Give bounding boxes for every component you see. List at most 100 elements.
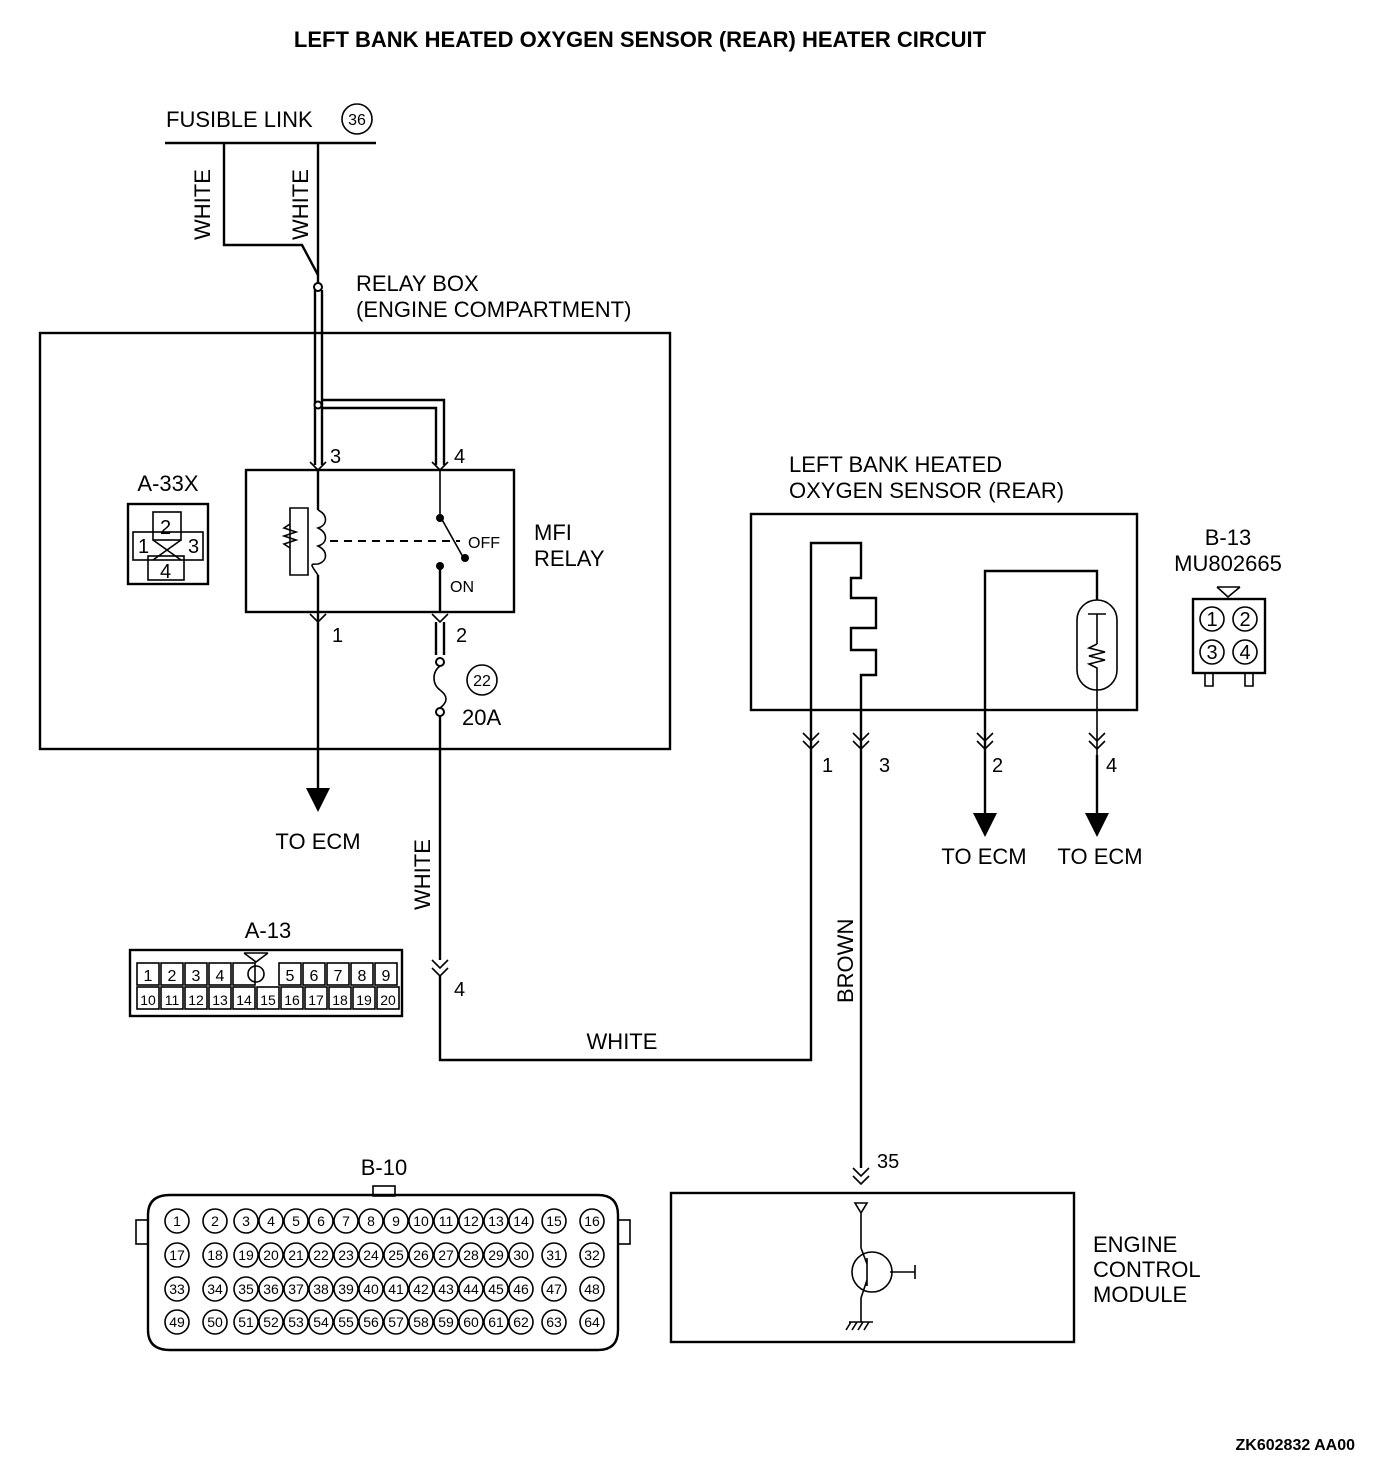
ecm-input-arrow bbox=[853, 1202, 869, 1215]
b10-pin-circle bbox=[458, 1276, 484, 1302]
ecm-label-1: ENGINE bbox=[1093, 1232, 1177, 1257]
b10-pin-circle bbox=[541, 1242, 567, 1268]
a33x-pin2-cell bbox=[152, 511, 182, 541]
b10-pin-label: 13 bbox=[488, 1213, 504, 1229]
sensor-resistor-icon bbox=[1086, 613, 1106, 755]
a33x-pin4-cell bbox=[147, 555, 185, 581]
b10-pin-label: 3 bbox=[242, 1213, 250, 1229]
fuse-rating: 20A bbox=[462, 705, 501, 730]
b10-pin-circle bbox=[202, 1208, 228, 1234]
a13-key-icon bbox=[243, 952, 269, 963]
b10-pin-label: 62 bbox=[513, 1314, 529, 1330]
b10-pin-label: 50 bbox=[207, 1314, 223, 1330]
relay-pin-2: 2 bbox=[456, 625, 467, 647]
a33x-cross-icon bbox=[152, 539, 182, 561]
a13-pin-label: 2 bbox=[168, 968, 177, 985]
mfi-relay-label-1: MFI bbox=[534, 520, 572, 545]
b10-pin-label: 17 bbox=[169, 1247, 185, 1263]
a13-pin-label: 20 bbox=[380, 992, 396, 1008]
b10-pin-label: 45 bbox=[488, 1281, 504, 1297]
b10-pin-circle bbox=[202, 1309, 228, 1335]
a13-pin-cell bbox=[136, 962, 160, 986]
b10-pin-circle bbox=[333, 1276, 359, 1302]
a13-pin-cell bbox=[376, 986, 400, 1010]
a13-pin-label: 1 bbox=[144, 968, 153, 985]
b10-pin-circle bbox=[508, 1242, 534, 1268]
splice-point-relay bbox=[313, 400, 323, 410]
fusible-link-number: 36 bbox=[348, 112, 366, 129]
b13-key-icon bbox=[1216, 586, 1241, 599]
b10-pin-circle bbox=[433, 1208, 459, 1234]
b10-pin-label: 7 bbox=[342, 1213, 350, 1229]
figure-code: ZK602832 AA00 bbox=[1236, 1437, 1356, 1454]
b10-pin-label: 63 bbox=[546, 1314, 562, 1330]
b10-pin-circle bbox=[333, 1309, 359, 1335]
b10-pin-circle bbox=[164, 1309, 190, 1335]
b10-pin-circle bbox=[283, 1208, 309, 1234]
a13-pin-label: 11 bbox=[165, 992, 180, 1008]
b10-pin-label: 32 bbox=[584, 1247, 600, 1263]
b10-pin-circle bbox=[258, 1309, 284, 1335]
relay-box-label-1: RELAY BOX bbox=[356, 271, 479, 296]
b10-pin-circle bbox=[541, 1208, 567, 1234]
b10-pin-label: 53 bbox=[288, 1314, 304, 1330]
b10-pin-circle bbox=[408, 1208, 434, 1234]
b10-pin-label: 61 bbox=[488, 1314, 504, 1330]
b10-pin-circle bbox=[164, 1208, 190, 1234]
a13-pin-cell bbox=[136, 986, 160, 1010]
b10-pin-label: 46 bbox=[513, 1281, 529, 1297]
a13-pin-cell bbox=[352, 986, 376, 1010]
transistor-leads bbox=[860, 1247, 916, 1322]
wire-color-white-4: WHITE bbox=[587, 1029, 658, 1054]
a13-pin-cell bbox=[184, 986, 208, 1010]
b10-pin-circle bbox=[233, 1276, 259, 1302]
a13-key-circle bbox=[247, 965, 265, 983]
b10-pin-circle bbox=[483, 1309, 509, 1335]
wire-white-left bbox=[222, 143, 320, 276]
sensor-pin-2: 2 bbox=[992, 755, 1003, 777]
a13-pin-cell bbox=[256, 986, 280, 1010]
a33x-pin-4: 4 bbox=[160, 561, 171, 583]
relay-bottom-terminals bbox=[309, 613, 449, 624]
b13-pin-1-circle bbox=[1199, 606, 1225, 632]
b10-pin-circle bbox=[433, 1276, 459, 1302]
b10-pin-circle bbox=[383, 1242, 409, 1268]
b10-pin-label: 5 bbox=[292, 1213, 300, 1229]
b10-pin-label: 38 bbox=[313, 1281, 329, 1297]
a13-pin-4-label: 4 bbox=[454, 979, 465, 1001]
b10-pin-circle bbox=[164, 1242, 190, 1268]
b10-pin-circle bbox=[233, 1208, 259, 1234]
relay-resistor-frame bbox=[289, 507, 309, 576]
a13-pin-cell bbox=[232, 986, 256, 1010]
a13-pin-cell bbox=[304, 986, 328, 1010]
wire-white-to-sensor bbox=[438, 755, 813, 1062]
a13-pin-label: 5 bbox=[286, 968, 295, 985]
relay-off-label: OFF bbox=[468, 535, 500, 552]
fuse-icon bbox=[433, 665, 447, 709]
b10-pin-label: 2 bbox=[211, 1213, 219, 1229]
relay-switch-arm bbox=[439, 470, 464, 558]
b10-pin-label: 18 bbox=[207, 1247, 223, 1263]
to-ecm-label-3: TO ECM bbox=[1057, 844, 1142, 869]
a13-pin-label: 4 bbox=[216, 968, 225, 985]
to-ecm-label-2: TO ECM bbox=[941, 844, 1026, 869]
b10-pin-label: 10 bbox=[413, 1213, 429, 1229]
b10-pin-label: 1 bbox=[173, 1213, 181, 1229]
b10-pin-circle bbox=[233, 1309, 259, 1335]
b13-pin-2-circle bbox=[1232, 606, 1258, 632]
a33x-connector-icon bbox=[126, 502, 210, 586]
a13-pin-cell bbox=[208, 962, 232, 986]
ecm-outline bbox=[669, 1191, 1076, 1344]
sensor-pin-3: 3 bbox=[879, 755, 890, 777]
a13-pin-label: 16 bbox=[284, 992, 300, 1008]
b10-pin-circle bbox=[283, 1242, 309, 1268]
b10-pin-circle bbox=[508, 1276, 534, 1302]
relay-on-label: ON bbox=[450, 579, 474, 596]
ecm-pin-35: 35 bbox=[877, 1151, 899, 1173]
fusible-link-number-circle bbox=[341, 103, 373, 135]
b10-pin-label: 48 bbox=[584, 1281, 600, 1297]
